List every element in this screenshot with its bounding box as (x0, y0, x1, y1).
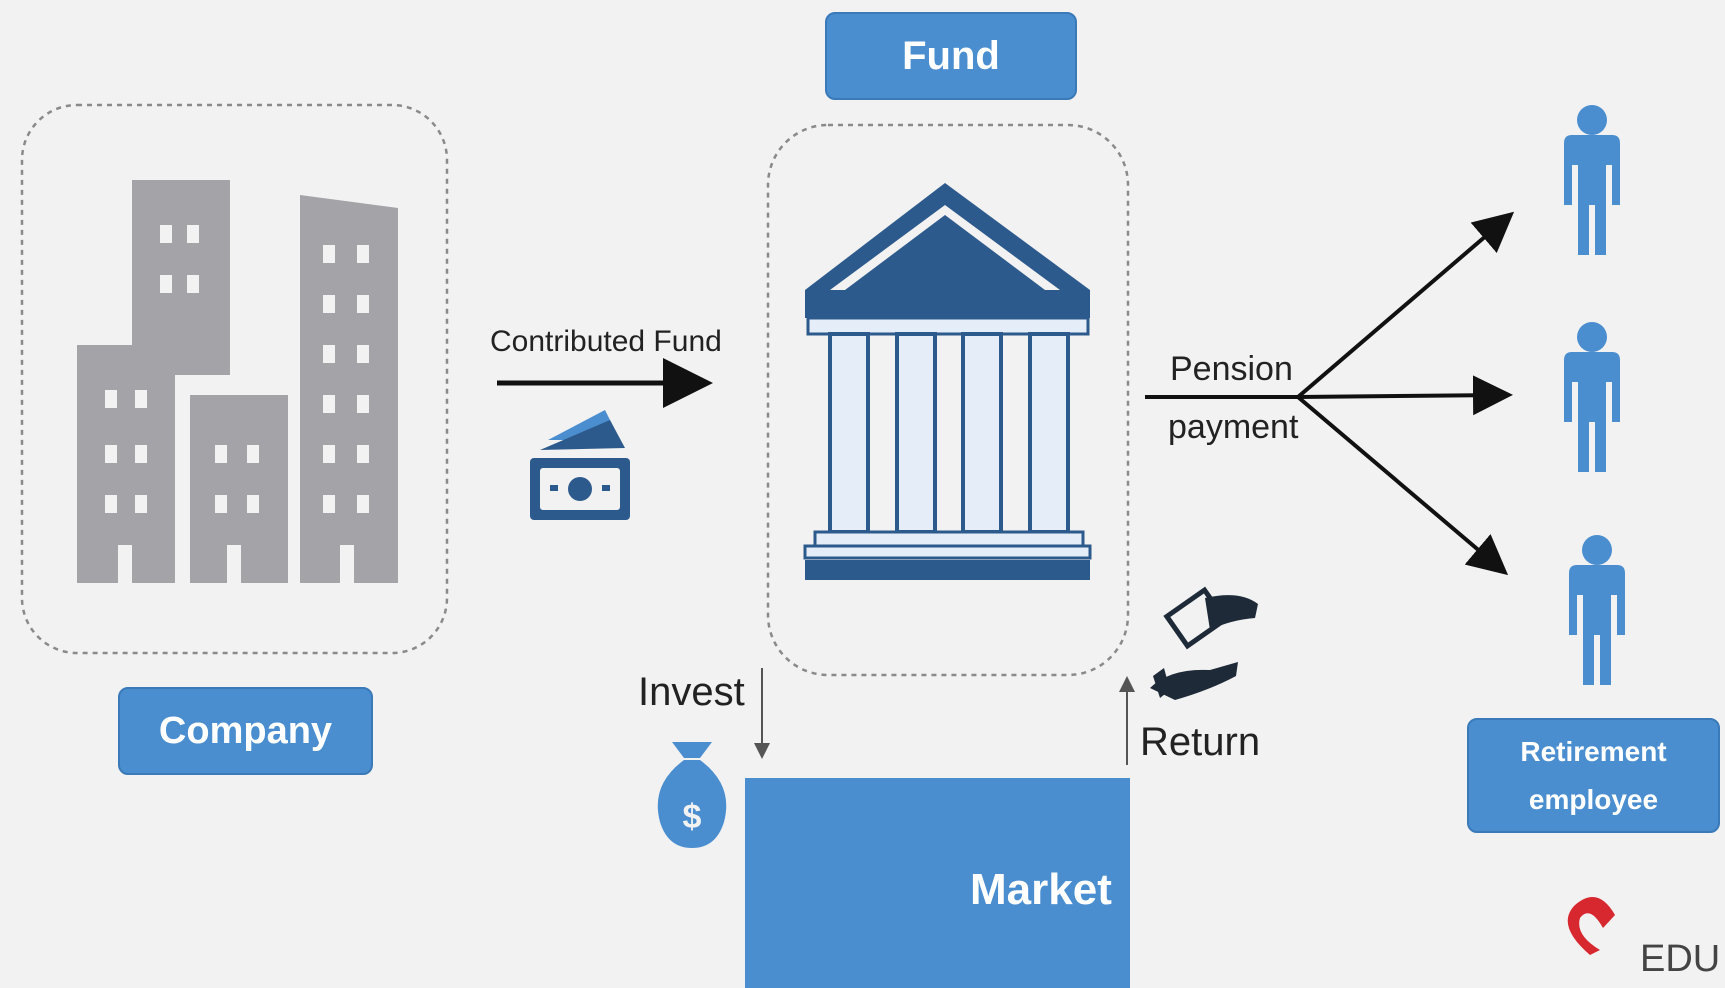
pension-arrow-bottom (1296, 395, 1509, 576)
person-icon-top (1564, 105, 1620, 255)
return-label: Return (1140, 720, 1261, 764)
person-icon-bottom (1569, 535, 1625, 685)
logo-text: EDU (1640, 938, 1721, 980)
pension-arrow-middle (1297, 375, 1513, 416)
market-box (745, 778, 1130, 988)
fund-label-box: Fund (825, 12, 1077, 100)
fund-dashed-frame (766, 123, 1130, 677)
hand-money-icon (1150, 586, 1258, 700)
buildings-icon (77, 180, 398, 583)
logo-icon (1567, 897, 1615, 955)
company-label: Company (158, 709, 333, 752)
retirement-label-line1: Retirement (1520, 735, 1667, 767)
pension-label-line2: payment (1168, 408, 1299, 446)
person-icon-middle (1564, 322, 1620, 472)
money-bag-icon: $ (657, 742, 727, 848)
market-label: Market (970, 865, 1112, 914)
retirement-label-line2: employee (1528, 783, 1659, 815)
company-dashed-frame (20, 103, 449, 655)
cash-icon (530, 410, 630, 520)
bank-icon (803, 183, 1092, 580)
pension-arrow-top (1296, 211, 1515, 399)
retirement-employee-box: Retirement employee (1467, 718, 1720, 833)
invest-label: Invest (638, 670, 745, 714)
contributed-fund-label: Contributed Fund (490, 325, 722, 358)
company-label-box: Company (118, 687, 373, 775)
pension-label-line1: Pension (1170, 350, 1293, 388)
building-windows (105, 225, 369, 583)
svg-text:$: $ (683, 798, 702, 836)
fund-label: Fund (902, 33, 1000, 78)
